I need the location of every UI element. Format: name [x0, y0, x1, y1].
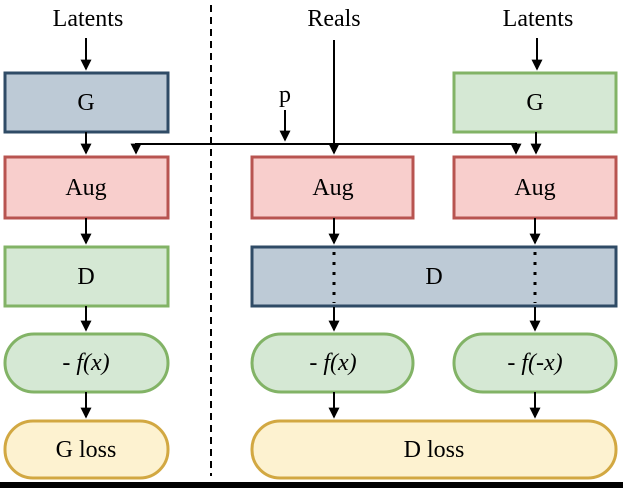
bottom-rule: [0, 482, 623, 488]
g-loss-pill: [3, 419, 170, 480]
score-label-right: - f(-x): [507, 350, 562, 376]
g-loss-label: G loss: [56, 437, 117, 463]
augment-box-right: [452, 155, 618, 220]
p-probability-label: p: [279, 82, 291, 108]
augment-label-right: Aug: [514, 175, 555, 201]
generator-box-right: [452, 71, 618, 134]
p-distribution-line: [130, 143, 522, 155]
latents-label-left: Latents: [53, 6, 124, 32]
reals-label: Reals: [307, 6, 360, 32]
augment-label-middle: Aug: [312, 175, 353, 201]
middle-pipeline-group: [250, 155, 415, 394]
discriminator-label-wide: D: [425, 264, 442, 290]
d-loss-label: D loss: [404, 437, 465, 463]
shared-group: [250, 245, 618, 480]
score-label-left: - f(x): [62, 350, 109, 376]
left-pipeline-group: [3, 71, 170, 480]
d-loss-pill: [250, 419, 618, 480]
latents-label-right: Latents: [503, 6, 574, 32]
augment-label-left: Aug: [65, 175, 106, 201]
generator-label-right: G: [526, 90, 543, 116]
right-pipeline-group: [452, 71, 618, 394]
score-label-middle: - f(x): [309, 350, 356, 376]
augment-box-middle: [250, 155, 415, 220]
generator-label-left: G: [77, 90, 94, 116]
discriminator-box-left: [3, 245, 170, 308]
discriminator-box-wide: [250, 245, 618, 308]
flow-arrows-group: [80, 38, 543, 419]
score-pill-middle: [250, 332, 415, 394]
discriminator-label-left: D: [77, 264, 94, 290]
labels-group: Latents Reals Latents p G G Aug Aug Aug …: [53, 6, 574, 463]
augment-box-left: [3, 155, 170, 220]
